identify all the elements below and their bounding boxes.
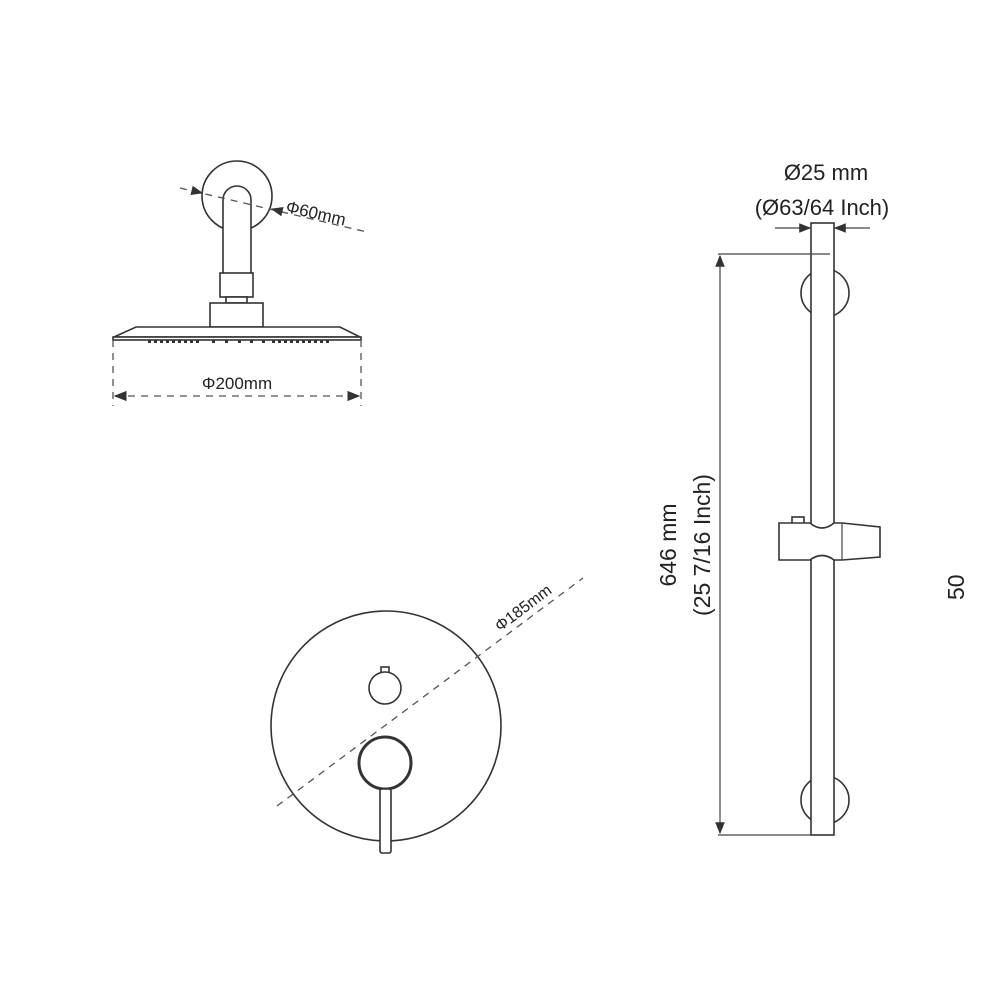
nozzle — [148, 340, 151, 343]
nozzle — [166, 340, 169, 343]
diverter-knob — [368, 671, 402, 705]
rail-diameter-mm-label: Ø25 mm — [784, 160, 868, 185]
head-connector — [209, 302, 264, 328]
head-face — [112, 336, 362, 341]
nozzle — [172, 340, 175, 343]
nozzle — [225, 340, 228, 343]
nozzle — [196, 340, 199, 343]
nozzle — [284, 340, 287, 343]
shower-head-drawing: Φ200mm Φ60mm — [112, 160, 368, 406]
nozzle — [250, 340, 253, 343]
head-plate — [113, 326, 361, 338]
nozzle — [302, 340, 305, 343]
plate-dimension-line — [276, 577, 584, 807]
nozzle — [272, 340, 275, 343]
shower-arm — [222, 185, 252, 276]
nozzle — [278, 340, 281, 343]
nozzle-row — [148, 340, 329, 343]
nozzle — [290, 340, 293, 343]
nozzle — [262, 340, 265, 343]
nozzle — [184, 340, 187, 343]
nozzle — [320, 340, 323, 343]
nozzle — [238, 340, 241, 343]
handle-hub — [357, 735, 413, 791]
slide-rail-drawing: Ø25 mm (Ø63/64 Inch) 646 mm (25 7/16 Inc… — [655, 160, 969, 836]
nozzle — [308, 340, 311, 343]
nozzle — [326, 340, 329, 343]
flange-diameter-label: Φ60mm — [284, 197, 348, 229]
rail-diameter-inch-label: (Ø63/64 Inch) — [755, 195, 890, 220]
plate-diameter-label: Φ185mm — [492, 582, 555, 635]
head-diameter-label: Φ200mm — [202, 374, 272, 393]
mixer-drawing: Φ185mm — [270, 577, 584, 854]
flange-arrow-left — [190, 185, 204, 196]
nozzle — [160, 340, 163, 343]
nozzle — [314, 340, 317, 343]
nozzle — [190, 340, 193, 343]
cropped-dimension-label: 50 — [943, 574, 969, 600]
length-mm-label: 646 mm — [655, 503, 681, 586]
nozzle — [296, 340, 299, 343]
lever-handle — [379, 788, 392, 854]
arm-neck — [225, 296, 248, 304]
nozzle — [178, 340, 181, 343]
slider-body — [778, 522, 881, 561]
length-inch-label: (25 7/16 Inch) — [689, 474, 715, 616]
arm-collar — [219, 272, 254, 298]
nozzle — [212, 340, 215, 343]
slider-holder — [778, 516, 881, 561]
nozzle — [154, 340, 157, 343]
flange-arrow-right — [270, 206, 284, 217]
